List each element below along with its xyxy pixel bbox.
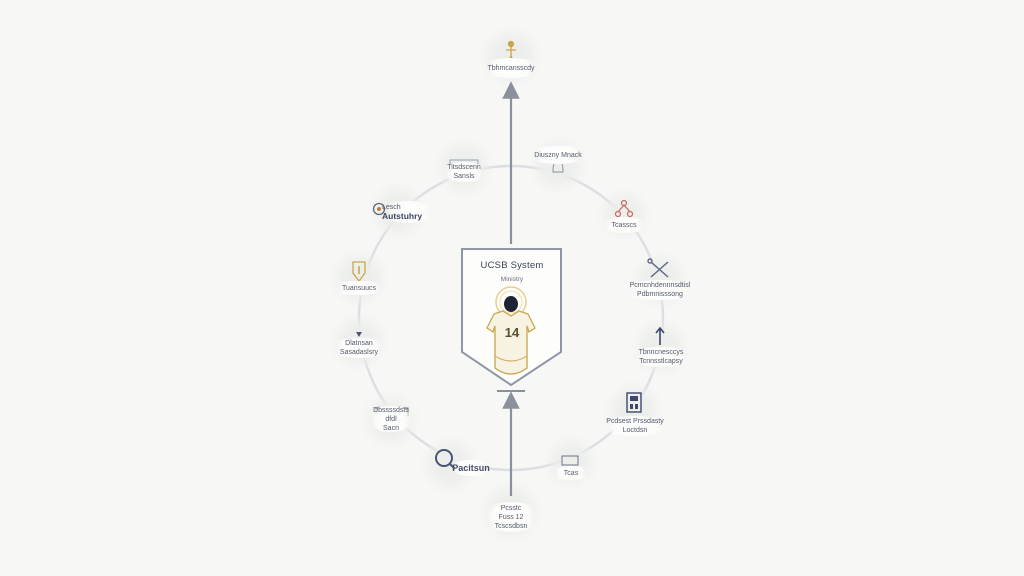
node-bottom-right-label: Tcas <box>563 469 579 477</box>
center-title: UCSB System <box>480 260 544 271</box>
node-top-left-2-line1: Titsdscenn <box>447 164 481 171</box>
node-left-1-label: Tuansuucs <box>342 284 376 292</box>
shield-badge-icon <box>352 261 366 283</box>
node-top-left-1[interactable]: Lesch Autstuhry <box>382 201 436 223</box>
node-top-right-1[interactable]: Diuszny Mnack <box>528 146 588 164</box>
node-right-2-line2: Tcnnsstlcapsy <box>639 358 683 365</box>
node-bottom-line2: Fuss 12 <box>498 513 524 521</box>
node-top-label: Tbhmcansscdy <box>487 64 535 72</box>
center-shield <box>461 248 562 387</box>
node-top-left-1-line2: Autstuhry <box>382 211 423 221</box>
card-icon <box>561 455 579 466</box>
trophy-icon <box>506 40 516 63</box>
pin-icon <box>356 332 362 337</box>
upload-arrow-icon <box>655 326 665 345</box>
node-top-right-2[interactable]: Tcasscs <box>599 217 649 233</box>
node-left-1[interactable]: Tuansuucs <box>331 281 387 295</box>
node-bottom[interactable]: Pcsstc Fuss 12 Tcscsdbsn <box>481 502 541 532</box>
node-bottom-right[interactable]: Tcas <box>551 466 591 480</box>
node-left-3[interactable]: Dbssssdsts dfdl Sacn <box>366 406 416 432</box>
node-top-right-1-label: Diuszny Mnack <box>534 151 582 159</box>
node-left-3-line2: dfdl <box>385 415 397 423</box>
node-left-2-line2: Sasadaslsry <box>339 349 379 356</box>
node-right-1-line2: Pdbmnisssong <box>637 291 683 298</box>
node-top-left-2[interactable]: Titsdscenn Sansls <box>440 162 488 182</box>
player-head-icon <box>504 296 518 312</box>
node-right-1[interactable]: Pcmcnhdennnsdtisl Pdbmnisssong <box>621 280 699 300</box>
network-icon <box>614 199 634 218</box>
node-top-left-1-line1: Lesch <box>382 204 401 211</box>
node-right-1-line1: Pcmcnhdennnsdtisl <box>629 282 691 289</box>
node-left-3-line1: Dbssssdsts <box>373 406 409 414</box>
node-right-2-line1: Tbnncnesccys <box>638 349 684 356</box>
node-left-3-line3: Sacn <box>383 424 399 432</box>
center-subtitle: Ministry <box>500 276 524 283</box>
node-top[interactable]: Tbhmcansscdy <box>481 58 541 78</box>
node-top-left-2-line2: Sansls <box>453 173 475 180</box>
node-bottom-line3: Tcscsdbsn <box>494 522 528 530</box>
node-right-3-line2: Loctdsn <box>622 427 648 434</box>
node-left-2-line1: Dlatnsan <box>345 340 373 347</box>
tools-icon <box>647 258 669 278</box>
jersey-number: 14 <box>504 325 520 340</box>
qr-code-icon <box>626 392 642 413</box>
node-bottom-left-label: Pacitsun <box>452 462 490 473</box>
node-top-right-2-label: Tcasscs <box>611 221 637 229</box>
node-bottom-left[interactable]: Pacitsun <box>448 460 494 476</box>
node-bottom-line1: Pcsstc <box>500 504 522 512</box>
node-right-3[interactable]: Pcdsest Prssdasty Loctdsn <box>599 416 671 436</box>
node-right-2[interactable]: Tbnncnesccys Tcnnsstlcapsy <box>629 347 693 367</box>
node-right-3-line1: Pcdsest Prssdasty <box>606 418 664 425</box>
node-left-2[interactable]: Dlatnsan Sasadaslsry <box>329 338 389 358</box>
